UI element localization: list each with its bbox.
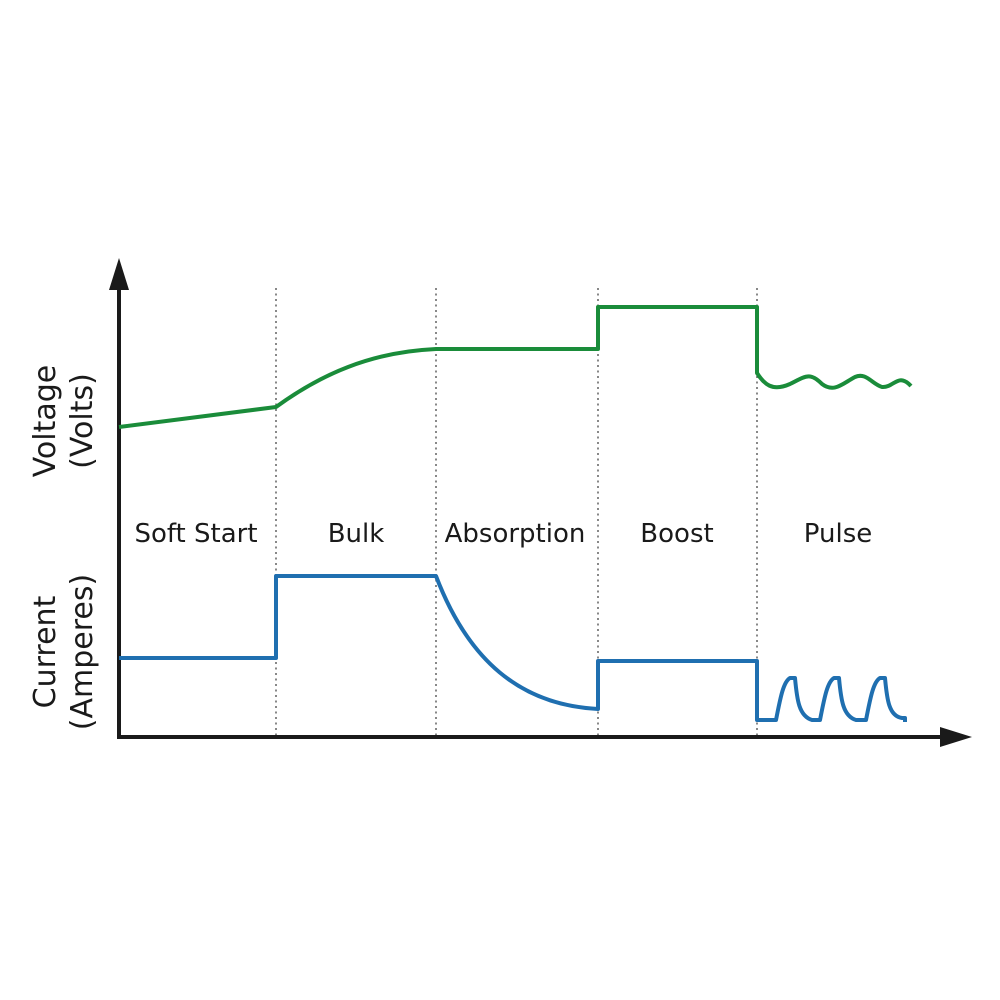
phase-label-bulk: Bulk: [328, 519, 385, 549]
voltage-trace: [118, 305, 913, 429]
current-axis-label: Current (Amperes): [28, 574, 100, 730]
voltage-axis-label: Voltage (Volts): [28, 365, 100, 478]
phase-label-soft-start: Soft Start: [134, 519, 257, 549]
phase-label-boost: Boost: [640, 519, 713, 549]
phase-label-absorption: Absorption: [445, 519, 586, 549]
phase-label-pulse: Pulse: [804, 519, 872, 549]
current-axis-label-line1: Current: [28, 595, 63, 708]
voltage-axis-label-line2: (Volts): [65, 373, 100, 469]
current-axis-label-line2: (Amperes): [65, 574, 100, 730]
current-trace: [119, 574, 907, 722]
horizontal-axis-arrowhead: [940, 727, 972, 747]
voltage-axis-label-line1: Voltage: [28, 365, 63, 478]
vertical-axis-arrowhead: [109, 258, 129, 290]
